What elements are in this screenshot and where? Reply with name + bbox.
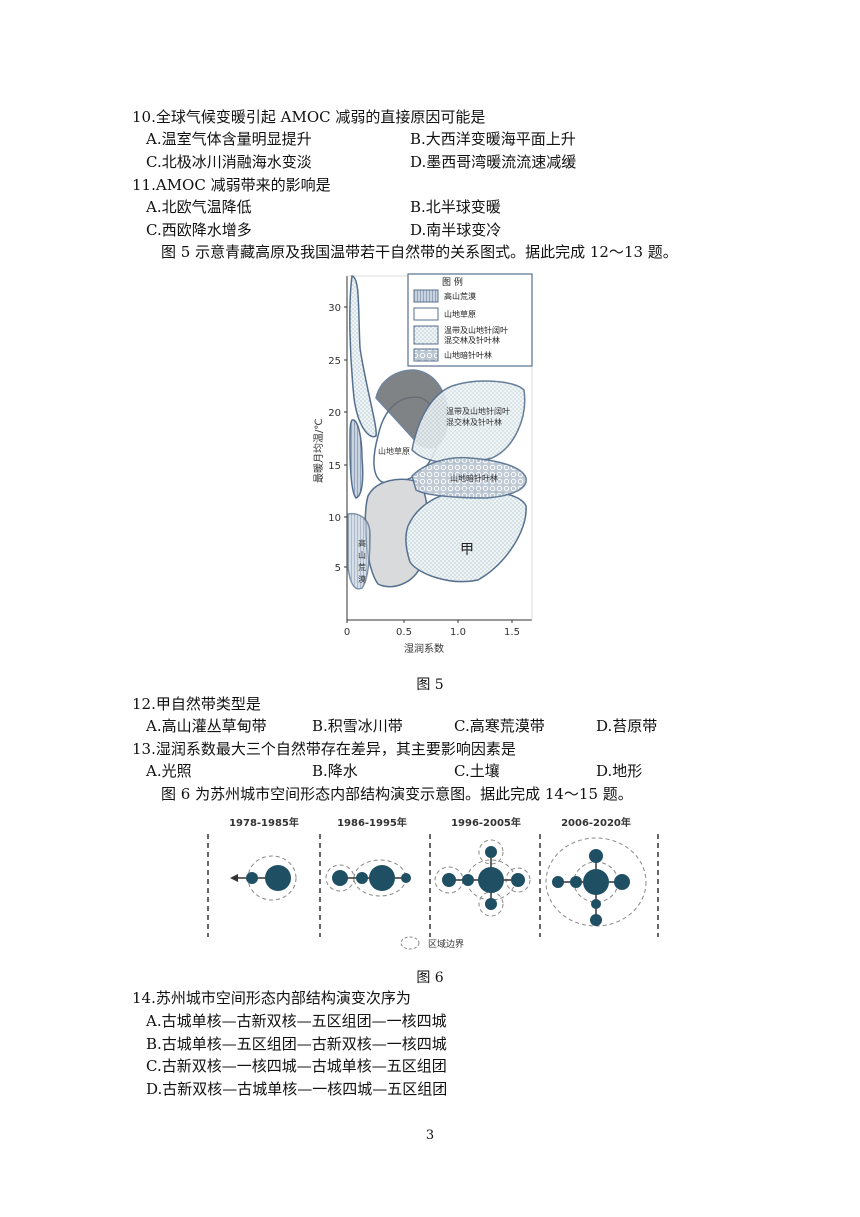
q14-option-c: C.古新双核—一核四城—古城单核—五区组团 (146, 1057, 447, 1075)
x-tick: 1.5 (504, 627, 520, 638)
q11-option-b: B.北半球变暖 (410, 198, 501, 216)
legend-item: 混交林及针叶林 (444, 335, 500, 345)
legend: 图 例 高山荒漠 山地草原 温带及山地针阔叶 混交林及针叶林 山地暗针叶林 (407, 273, 533, 367)
q12-stem: 12.甲自然带类型是 (132, 695, 261, 713)
q10-option-b: B.大西洋变暖海平面上升 (410, 130, 576, 148)
y-tick: 10 (328, 513, 341, 524)
fig6-caption: 图 6 (416, 970, 444, 986)
period-label: 1986-1995年 (337, 816, 407, 829)
y-tick: 25 (328, 356, 341, 367)
period-label: 1978-1985年 (229, 816, 299, 829)
q10-option-d: D.墨西哥湾暖流流速减缓 (410, 153, 577, 171)
figure-5: 5 10 15 20 25 30 0 0.5 1.0 1.5 湿润系数 最暖月均… (312, 273, 533, 655)
x-tick: 0 (344, 627, 350, 638)
period-label: 2006-2020年 (561, 816, 631, 829)
label-desert-2: 山 (358, 550, 366, 560)
label-jia: 甲 (460, 542, 474, 558)
label-steppe: 山地草原 (378, 446, 410, 456)
y-tick: 30 (328, 303, 341, 314)
x-tick: 1.0 (450, 627, 466, 638)
q14-option-b: B.古城单核—五区组团—古新双核—一核四城 (146, 1035, 447, 1053)
panel-2006 (545, 837, 647, 927)
q12-option-d: D.苔原带 (596, 717, 658, 735)
q12-option-c: C.高寒荒漠带 (454, 717, 545, 735)
y-tick: 15 (328, 461, 341, 472)
page-number: 3 (425, 1128, 435, 1143)
fig5-caption: 图 5 (416, 677, 444, 693)
q11-option-a: A.北欧气温降低 (146, 198, 252, 216)
fig6-intro: 图 6 为苏州城市空间形态内部结构演变示意图。据此完成 14～15 题。 (161, 785, 633, 803)
q11-option-c: C.西欧降水增多 (146, 221, 252, 239)
panel-1978 (230, 855, 297, 901)
q14-stem: 14.苏州城市空间形态内部结构演变次序为 (132, 989, 411, 1007)
label-desert-1: 高 (358, 538, 366, 548)
panel-1996 (434, 839, 531, 917)
q14-option-a: A.古城单核—古新双核—五区组团—一核四城 (146, 1012, 447, 1030)
q10-option-a: A.温室气体含量明显提升 (146, 130, 312, 148)
q13-option-a: A.光照 (146, 762, 192, 780)
q11-option-d: D.南半球变冷 (410, 221, 502, 239)
region-steppe-top (349, 275, 377, 438)
y-tick: 20 (328, 408, 341, 419)
q13-stem: 13.湿润系数最大三个自然带存在差异，其主要影响因素是 (132, 740, 516, 758)
legend-item: 山地暗针叶林 (444, 350, 492, 360)
legend-item: 山地草原 (444, 309, 476, 319)
label-desert-4: 漠 (358, 574, 366, 584)
y-tick: 5 (335, 563, 341, 574)
label-desert-3: 荒 (358, 562, 366, 572)
q12-option-a: A.高山灌丛草甸带 (146, 717, 267, 735)
q11-stem: 11.AMOC 减弱带来的影响是 (132, 176, 331, 194)
legend-item: 温带及山地针阔叶 (444, 325, 508, 335)
q13-option-b: B.降水 (312, 762, 358, 780)
region-desert-small (349, 419, 364, 499)
region-dark-conifer (411, 456, 527, 499)
x-axis-ticks: 0 0.5 1.0 1.5 (344, 620, 520, 638)
q10-stem: 10.全球气候变暖引起 AMOC 减弱的直接原因可能是 (132, 108, 486, 126)
q10-option-c: C.北极冰川消融海水变淡 (146, 153, 312, 171)
legend-item: 高山荒漠 (444, 291, 476, 301)
legend-title: 图 例 (442, 276, 463, 288)
x-axis-label: 湿润系数 (404, 642, 444, 655)
panel-1986 (325, 859, 411, 897)
y-axis-label: 最暖月均温/℃ (312, 418, 325, 483)
region-steppe-low (347, 512, 371, 590)
label-mixed-2: 混交林及针叶林 (446, 417, 502, 427)
period-label: 1996-2005年 (451, 816, 521, 829)
label-dark-conifer: 山地暗针叶林 (450, 473, 498, 483)
fig6-legend: 区域边界 (428, 938, 464, 950)
q13-option-c: C.土壤 (454, 762, 500, 780)
q13-option-d: D.地形 (596, 762, 643, 780)
label-mixed-1: 温带及山地针阔叶 (446, 406, 510, 416)
y-axis-ticks: 5 10 15 20 25 30 (328, 303, 347, 574)
q12-option-b: B.积雪冰川带 (312, 717, 403, 735)
figure-6: 1978-1985年 1986-1995年 1996-2005年 2006-20… (207, 816, 659, 950)
x-tick: 0.5 (396, 627, 412, 638)
fig5-intro: 图 5 示意青藏高原及我国温带若干自然带的关系图式。据此完成 12～13 题。 (161, 243, 678, 261)
q14-option-d: D.古新双核—古城单核—一核四城—五区组团 (146, 1080, 448, 1098)
